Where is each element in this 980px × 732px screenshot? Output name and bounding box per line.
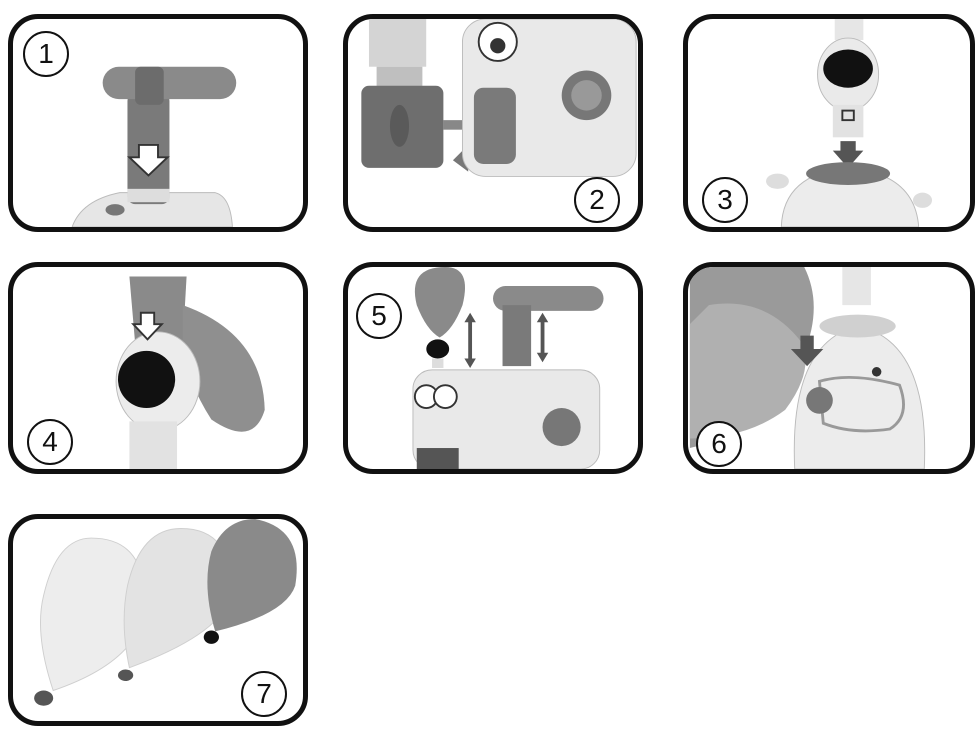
step-6-panel: 6 [683, 262, 975, 474]
step-number-badge: 5 [356, 293, 402, 339]
step-4-panel: 4 [8, 262, 308, 474]
step-number-badge: 1 [23, 31, 69, 77]
step-number-badge: 2 [574, 177, 620, 223]
step-7-panel: 7 [8, 514, 308, 726]
step-number-badge: 6 [696, 421, 742, 467]
step-5-panel: 5 [343, 262, 643, 474]
step-3-panel: 3 [683, 14, 975, 232]
step-number-badge: 3 [702, 177, 748, 223]
step-2-panel: 2 [343, 14, 643, 232]
step-number-badge: 7 [241, 671, 287, 717]
step-number-badge: 4 [27, 419, 73, 465]
step-1-panel: 1 [8, 14, 308, 232]
